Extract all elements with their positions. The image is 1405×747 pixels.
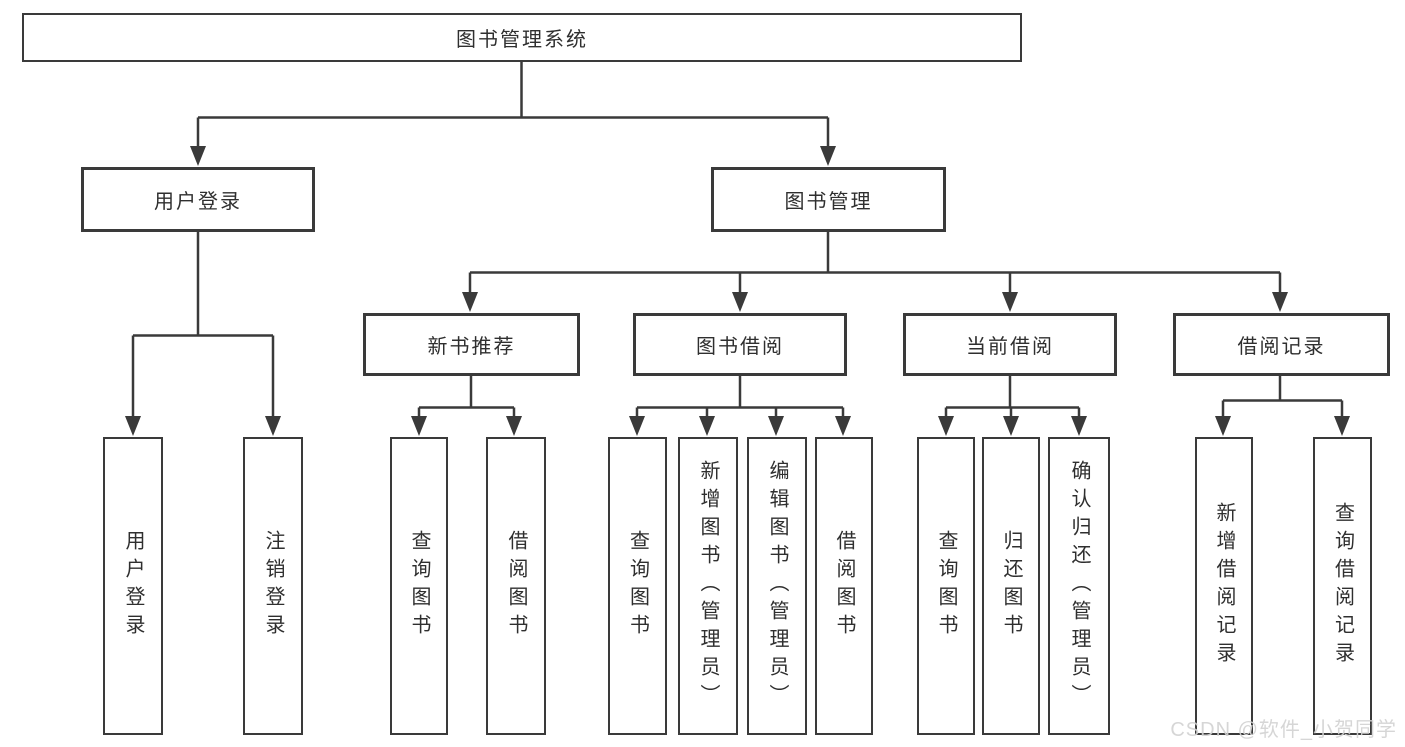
leaf-add-books-admin: 新增图书（管理员） [678, 437, 738, 735]
leaf-recommend-query-books: 查询图书 [390, 437, 448, 735]
leaf-query-borrow-record: 查询借阅记录 [1313, 437, 1372, 735]
leaf-logout: 注销登录 [243, 437, 303, 735]
leaf-borrowing-query-books: 查询图书 [608, 437, 667, 735]
leaf-borrowing-borrow-books: 借阅图书 [815, 437, 873, 735]
leaf-edit-books-admin: 编辑图书（管理员） [747, 437, 807, 735]
node-current-borrowing: 当前借阅 [903, 313, 1117, 376]
leaf-recommend-borrow-books: 借阅图书 [486, 437, 546, 735]
node-book-borrowing: 图书借阅 [633, 313, 847, 376]
leaf-user-login: 用户登录 [103, 437, 163, 735]
node-book-management: 图书管理 [711, 167, 946, 232]
node-new-book-recommendation: 新书推荐 [363, 313, 580, 376]
watermark: CSDN @软件_小贺同学 [1170, 719, 1397, 741]
leaf-add-borrow-record: 新增借阅记录 [1195, 437, 1253, 735]
leaf-current-query-books: 查询图书 [917, 437, 975, 735]
node-borrowing-records: 借阅记录 [1173, 313, 1390, 376]
node-user-login: 用户登录 [81, 167, 315, 232]
leaf-return-books: 归还图书 [982, 437, 1040, 735]
root-node-library-management-system: 图书管理系统 [22, 13, 1022, 62]
leaf-confirm-return-admin: 确认归还（管理员） [1048, 437, 1110, 735]
